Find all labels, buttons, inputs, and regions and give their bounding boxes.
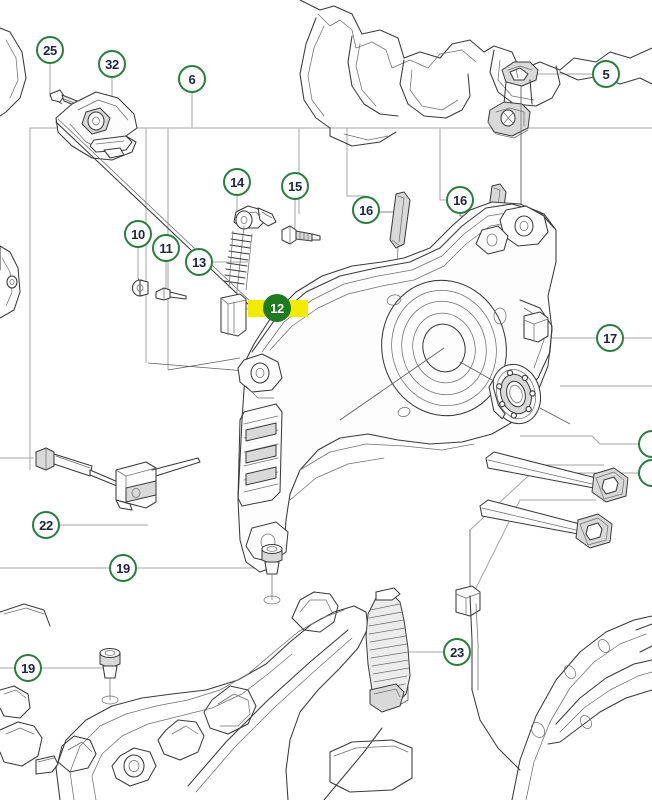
callout-label: 13 [192,254,206,270]
callout-label: 6 [188,71,196,87]
callout-17[interactable]: 17 [596,324,624,352]
callout-22[interactable]: 22 [32,511,60,539]
callout-14[interactable]: 14 [223,168,251,196]
callout-label: 25 [43,42,57,58]
callout-13[interactable]: 13 [185,248,213,276]
callout-label: 23 [450,644,464,660]
callout-32[interactable]: 32 [98,50,126,78]
callout-23[interactable]: 23 [443,638,471,666]
callout-label: 16 [453,192,467,208]
callout-label: 17 [603,330,617,346]
callout-label: 16 [359,202,373,218]
callout-16b[interactable]: 16 [446,186,474,214]
callout-12-selected[interactable]: 12 [263,294,291,322]
callout-25[interactable]: 25 [36,36,64,64]
callout-5[interactable]: 5 [592,60,620,88]
callout-6[interactable]: 6 [178,65,206,93]
callout-19a[interactable]: 19 [109,554,137,582]
callout-19b[interactable]: 19 [14,654,42,682]
callout-15[interactable]: 15 [281,172,309,200]
callout-11[interactable]: 11 [152,234,180,262]
callout-label: 11 [159,240,173,256]
callout-label: 15 [288,178,302,194]
callout-label: 19 [21,660,35,676]
callout-label: 12 [270,300,284,316]
callout-label: 32 [105,56,119,72]
callout-10[interactable]: 10 [124,220,152,248]
callout-label: 10 [131,226,145,242]
callout-16a[interactable]: 16 [352,196,380,224]
callout-label: 14 [230,174,244,190]
callout-label: 5 [602,66,610,82]
callout-label: 22 [39,517,53,533]
callout-edge-clipped-2[interactable] [638,459,652,487]
callout-edge-clipped-1[interactable] [638,430,652,458]
callout-label: 19 [116,560,130,576]
